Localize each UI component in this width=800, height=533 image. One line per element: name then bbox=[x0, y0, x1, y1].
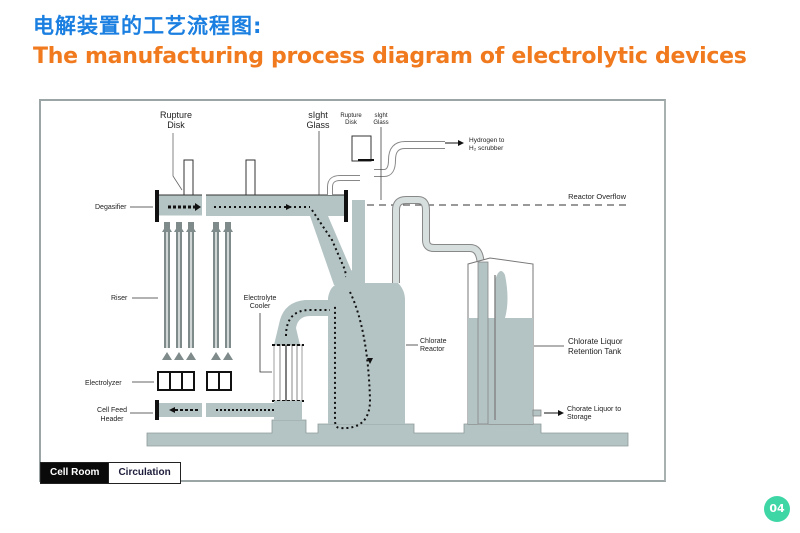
label-electrolyte-cooler: Electrolyte bbox=[244, 295, 277, 302]
label-sight-glass-1-line2: Glass bbox=[306, 120, 330, 130]
label-to-storage: Chorate Liquor to bbox=[567, 406, 621, 413]
retention-tank bbox=[467, 257, 564, 425]
label-riser: Riser bbox=[111, 295, 128, 302]
label-reactor-overflow: Reactor Overflow bbox=[568, 192, 627, 201]
degasifier-header bbox=[155, 190, 348, 222]
label-hydrogen: Hydrogen to bbox=[469, 137, 505, 144]
title-chinese: 电解装置的工艺流程图: bbox=[33, 14, 263, 38]
label-chlorate-reactor: Chlorate bbox=[420, 338, 447, 345]
label-cell-feed-header-line2: Header bbox=[101, 416, 125, 423]
label-sight-glass-2-line2: Glass bbox=[373, 120, 388, 126]
label-rupture-disk-1-line2: Disk bbox=[167, 120, 185, 130]
label-chlorate-reactor-line2: Reactor bbox=[420, 346, 445, 353]
electrolyzers bbox=[157, 371, 232, 391]
label-hydrogen-line2: H₂ scrubber bbox=[469, 145, 504, 152]
label-electrolyte-cooler-line2: Cooler bbox=[250, 303, 271, 310]
label-cell-feed-header: Cell Feed bbox=[97, 407, 127, 414]
label-electrolyzer: Electrolyzer bbox=[85, 380, 122, 387]
label-rupture-disk-1: Rupture bbox=[160, 110, 192, 120]
label-degasifier: Degasifier bbox=[95, 204, 127, 211]
tab-circulation[interactable]: Circulation bbox=[108, 463, 180, 483]
chlorate-reactor bbox=[328, 200, 405, 424]
diagram-tabs: Cell Room Circulation bbox=[40, 462, 181, 484]
label-rupture-disk-2-line2: Disk bbox=[345, 120, 358, 126]
label-sight-glass-1: sIght bbox=[308, 110, 328, 120]
hydrogen-line bbox=[327, 135, 464, 195]
label-rupture-disk-2: Rupture bbox=[340, 113, 362, 119]
label-sight-glass-2: sIght bbox=[374, 113, 387, 119]
title-english: The manufacturing process diagram of ele… bbox=[33, 44, 747, 69]
downcomer-pipe bbox=[310, 216, 352, 285]
page-number-badge: 04 bbox=[764, 496, 790, 522]
label-retention-tank: Chlorate Liquor bbox=[568, 337, 623, 346]
vent-stack bbox=[245, 159, 256, 196]
cell-feed-header bbox=[155, 400, 286, 420]
label-retention-tank-line2: Retention Tank bbox=[568, 347, 622, 356]
rupture-disk-vent bbox=[183, 159, 194, 196]
tab-cell-room[interactable]: Cell Room bbox=[41, 463, 109, 483]
risers bbox=[162, 222, 233, 360]
electrolyte-cooler bbox=[272, 300, 334, 420]
label-to-storage-line2: Storage bbox=[567, 414, 592, 421]
